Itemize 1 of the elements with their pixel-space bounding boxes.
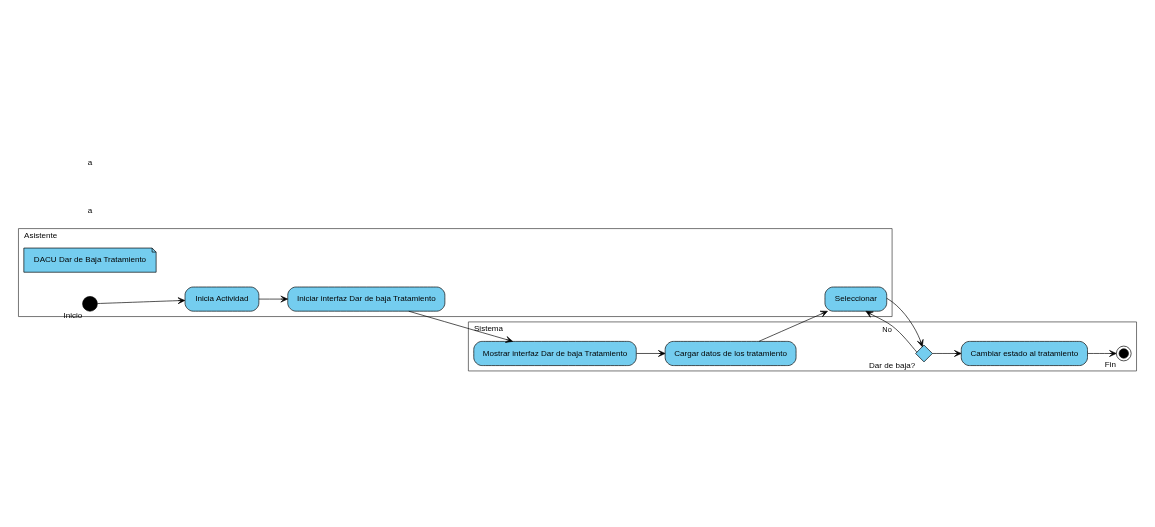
edge-label: No xyxy=(882,324,892,334)
